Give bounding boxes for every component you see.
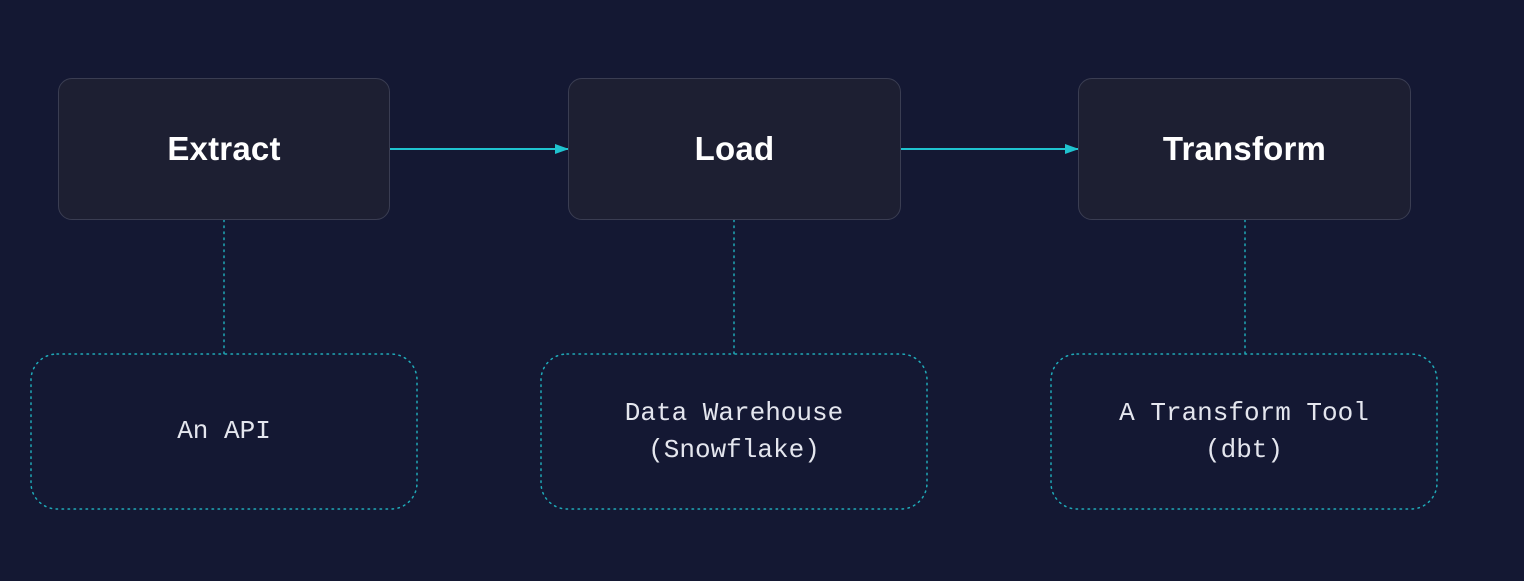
tool-box-warehouse: Data Warehouse (Snowflake) <box>541 354 927 509</box>
tool-api-label: An API <box>177 416 271 446</box>
tool-box-outline-transform <box>1050 353 1438 510</box>
stage-load: Load <box>568 78 901 220</box>
tool-box-outline-warehouse <box>540 353 928 510</box>
tool-box-transform: A Transform Tool (dbt) <box>1051 354 1437 509</box>
stage-transform: Transform <box>1078 78 1411 220</box>
tool-warehouse-label-line1: Data Warehouse <box>624 397 844 428</box>
stage-transform-label: Transform <box>1162 130 1327 167</box>
stage-extract: Extract <box>58 78 390 220</box>
tool-box-api: An API <box>31 354 417 509</box>
tool-box-outline-api <box>30 353 418 510</box>
stage-extract-label: Extract <box>167 130 281 167</box>
tool-transform-label-line2: (dbt) <box>1204 434 1283 465</box>
stage-load-label: Load <box>694 130 775 167</box>
tool-warehouse-label-line2: (Snowflake) <box>648 434 820 465</box>
tool-transform-label-line1: A Transform Tool <box>1119 397 1369 428</box>
